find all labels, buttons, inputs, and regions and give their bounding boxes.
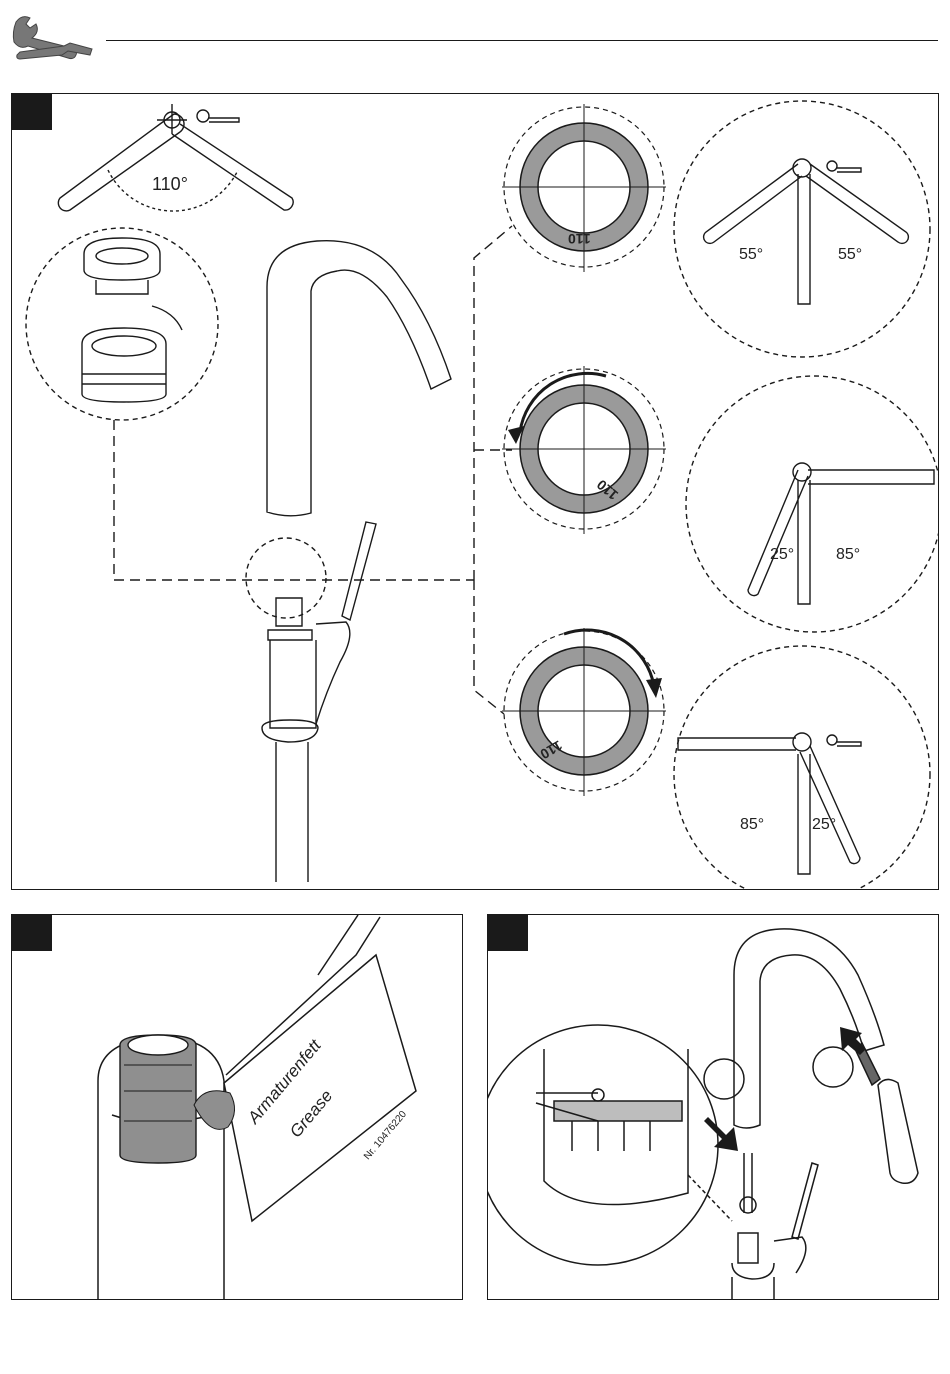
angle-label-55-right: 55° [838, 246, 862, 264]
detail-circle-right-top [674, 101, 930, 357]
header-rule [106, 40, 938, 41]
panel-step-2: Armaturenfett Grease Nr. 10476220 [11, 914, 463, 1300]
grease-illustration [12, 915, 463, 1300]
angle-label-85-bot: 85° [740, 816, 764, 834]
angle-label-85-mid: 85° [836, 546, 860, 564]
faucet-body-icon [262, 522, 376, 882]
detail-circle-right-bottom [674, 646, 930, 890]
detail-circle-center [246, 538, 326, 618]
lock-circle-icon [704, 1059, 744, 1099]
angle-label-55-left: 55° [739, 246, 763, 264]
cartridge-greased-icon [120, 1035, 196, 1163]
ring-insert-icon [82, 238, 182, 402]
detail-circle [488, 1025, 718, 1265]
angle-label-25-bot: 25° [812, 816, 836, 834]
panel-1-illustration [12, 94, 939, 890]
spout-icon [734, 929, 884, 1128]
panel-step-1: 110° 55° 55° 25° 85° 85° 25° 110 110 110 [11, 93, 939, 890]
ring-bottom [502, 628, 666, 796]
spout-icon [267, 241, 451, 516]
angle-label-25-mid: 25° [770, 546, 794, 564]
detail-circle-right-middle [686, 376, 939, 632]
detail-circle-left [26, 228, 218, 420]
unlock-circle-icon [813, 1047, 853, 1087]
assembly-illustration [488, 915, 939, 1300]
ring-middle [502, 366, 666, 534]
ring-label-top: 110 [568, 231, 591, 247]
angle-label-110: 110° [152, 174, 188, 195]
wrench-screwdriver-icon [10, 12, 96, 68]
panel-step-3 [487, 914, 939, 1300]
header [0, 0, 950, 80]
